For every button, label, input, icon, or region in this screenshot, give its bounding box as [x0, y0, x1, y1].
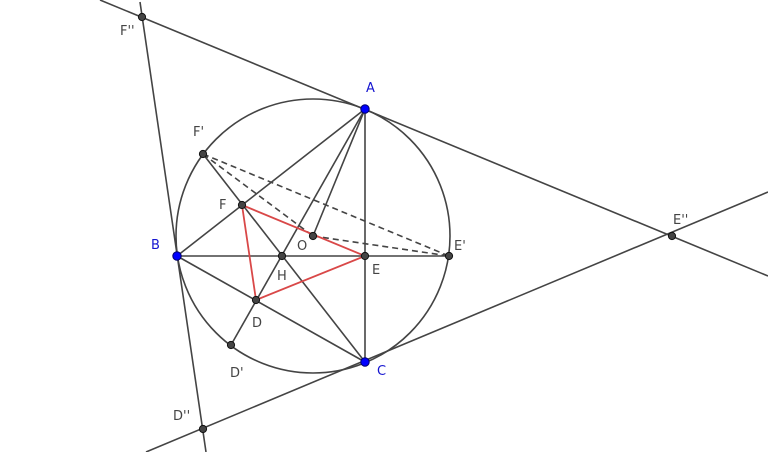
tangent-line-b[interactable] [139, 1, 207, 452]
segment-ao[interactable] [312, 108, 366, 237]
point-label-e2: E'' [673, 213, 688, 228]
point-b[interactable] [172, 251, 182, 261]
tangent-line-c[interactable] [145, 191, 768, 452]
point-label-d1: D' [230, 366, 244, 381]
point-d2[interactable] [198, 424, 208, 434]
point-label-e: E [372, 263, 380, 278]
segment-ad-prime[interactable] [230, 108, 366, 346]
point-label-f1: F' [193, 125, 204, 140]
point-e2[interactable] [667, 231, 677, 241]
point-h[interactable] [277, 251, 287, 261]
point-e[interactable] [360, 251, 370, 261]
point-label-d2: D'' [173, 409, 190, 424]
point-label-f2: F'' [120, 24, 135, 39]
point-label-d: D [252, 316, 262, 331]
point-d[interactable] [251, 295, 261, 305]
point-label-h: H [277, 269, 287, 284]
point-f1[interactable] [198, 149, 208, 159]
circumcircle[interactable] [175, 98, 451, 374]
dashed-f-prime-e-prime[interactable] [202, 153, 450, 257]
dashed-o-e-prime[interactable] [312, 235, 450, 257]
point-f[interactable] [237, 200, 247, 210]
point-label-f: F [219, 198, 226, 213]
point-o[interactable] [308, 231, 318, 241]
point-label-e1: E' [454, 239, 466, 254]
point-label-c: C [377, 364, 386, 379]
point-f2[interactable] [137, 12, 147, 22]
point-label-a: A [366, 81, 375, 96]
point-a[interactable] [360, 104, 370, 114]
orthic-triangle-def[interactable] [240, 203, 368, 302]
point-label-o: O [297, 239, 307, 254]
point-d1[interactable] [226, 340, 236, 350]
points-layer: A B C F'' F' F OH E E' D D' D'' E'' [120, 12, 688, 434]
point-e1[interactable] [444, 251, 454, 261]
point-c[interactable] [360, 357, 370, 367]
point-label-b: B [151, 238, 160, 253]
segment-bc[interactable] [176, 255, 366, 363]
tangent-line-a[interactable] [99, 0, 768, 277]
dashed-f-prime-o[interactable] [202, 153, 314, 237]
